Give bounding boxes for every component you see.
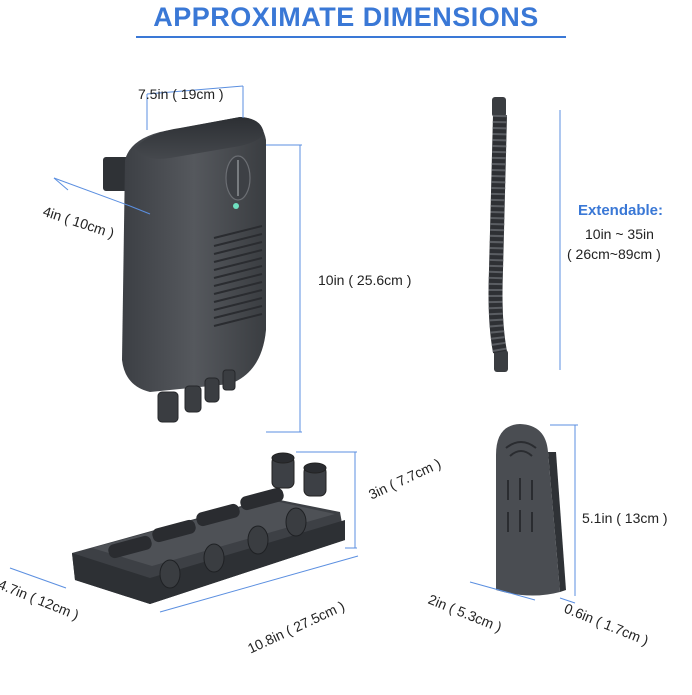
cover-dimension-lines [469,424,578,604]
vent-grille-icon [213,225,263,327]
cover-height-label: 5.1in ( 13cm ) [582,510,668,526]
hose-heading: Extendable: [578,202,664,219]
base-rack [72,452,345,604]
page-title: APPROXIMATE DIMENSIONS [153,2,539,32]
cover-vent-icon [505,441,537,532]
hose-range-cm: ( 26cm~89cm ) [567,246,661,262]
dryer-unit [103,117,266,423]
mount-bracket [103,157,129,191]
nozzles [157,369,236,423]
cover-piece [496,424,566,596]
dryer-top [135,117,264,159]
rack-slots [108,487,284,559]
base-dimension-lines [9,451,359,613]
title-underline [136,36,566,38]
indicator-light-icon [233,203,239,209]
rack-knobs [159,507,307,589]
dryer-height-label: 10in ( 25.6cm ) [318,272,412,288]
dryer-width-label: 7.5in ( 19cm ) [138,86,224,102]
extendable-hose [488,97,508,372]
rack-posts [271,452,327,497]
hose-range-in: 10in ~ 35in [585,226,654,242]
dryer-dimension-lines [53,85,302,433]
